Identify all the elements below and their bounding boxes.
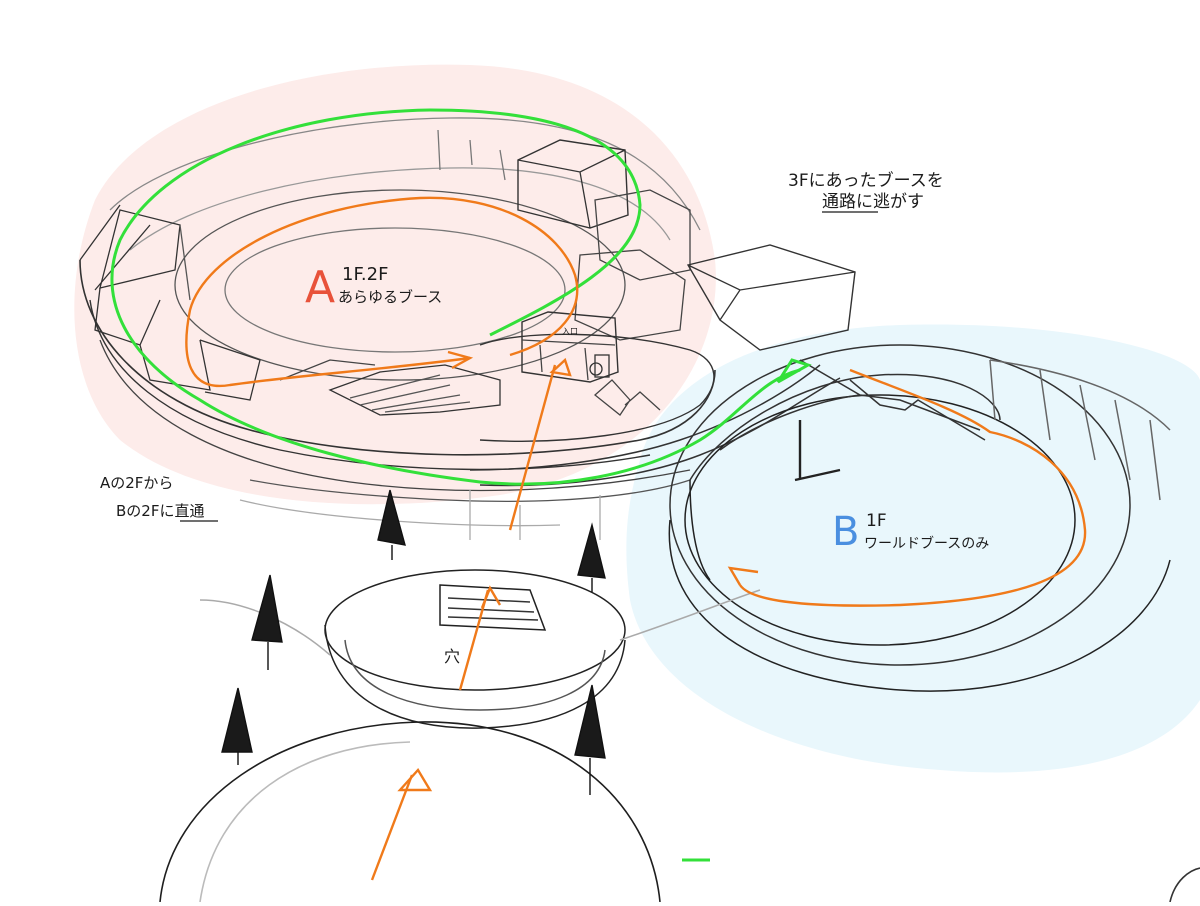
green-route-2f [110,108,801,486]
orange-arrow-dome [397,767,433,792]
tree-icon [377,489,406,560]
zone-a-description: あらゆるブース [338,288,442,306]
zone-b-description: ワールドブースのみ [864,535,989,552]
entrance-plaza [199,569,761,729]
lower-dome [159,721,1200,903]
tree-icon [251,574,283,670]
zone-b-building [668,344,1171,692]
orange-route-dome [370,774,414,881]
note-2f-line2: Bの2Fに直通 [116,502,204,520]
zone-a-tint [74,64,716,505]
tree-icon [221,687,253,765]
hole-label: 穴 [444,647,460,666]
zone-a-letter: A [305,262,335,313]
orange-arrow-a [447,350,474,370]
trees [221,489,606,795]
zone-a-building [79,117,856,540]
orange-route-a [185,196,579,388]
orange-route-b [739,368,1087,607]
zone-a-floors: 1F.2F [342,264,388,285]
orange-arrow-b [727,566,759,586]
note-2f-line1: Aの2Fから [100,474,173,492]
orange-arrow-center [549,357,572,377]
tree-icon [574,684,606,795]
green-arrowhead [776,358,812,384]
note-3f-line1: 3Fにあったブースを [788,170,944,191]
orange-route-center [508,364,557,531]
zone-b-letter: B [832,509,859,555]
shop-sign-label: 入口 [562,327,578,336]
orange-routes [185,196,1087,881]
orange-arrow-plaza [480,585,502,609]
zone-b-floors: 1F [866,511,887,531]
note-3f-line2: 通路に逃がす [822,192,924,212]
tree-icon [577,522,606,592]
